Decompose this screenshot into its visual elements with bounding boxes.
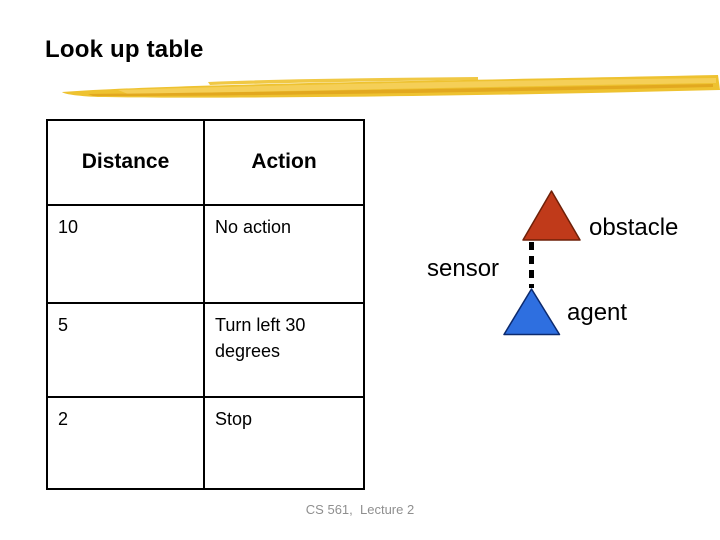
- brush-stroke-shadow: [88, 84, 713, 96]
- table-header-distance: Distance: [48, 121, 205, 206]
- page-title: Look up table: [45, 36, 204, 63]
- footer-course-label: CS 561, Lecture 2: [305, 502, 415, 517]
- table-cell-distance-3: 2: [48, 398, 205, 488]
- table-cell-action-2: Turn left 30 degrees: [205, 304, 363, 398]
- obstacle-label: obstacle: [589, 214, 679, 241]
- table-header-action: Action: [205, 121, 363, 206]
- obstacle-triangle-icon: [522, 190, 581, 241]
- agent-triangle-icon: [503, 288, 561, 336]
- lookup-table: Distance Action 10 No action 5 Turn left…: [46, 119, 365, 490]
- table-cell-distance-1: 10: [48, 206, 205, 304]
- sensor-diagram: [503, 190, 581, 336]
- sensor-label: sensor: [427, 255, 500, 282]
- table-cell-distance-2: 5: [48, 304, 205, 398]
- table-cell-action-3: Stop: [215, 409, 253, 429]
- agent-label: agent: [567, 299, 628, 326]
- brush-stroke-tail: [208, 77, 478, 85]
- table-cell-action-1: No action: [205, 206, 363, 304]
- brush-stroke-highlight: [118, 78, 716, 94]
- brush-underline-decoration: [62, 75, 720, 98]
